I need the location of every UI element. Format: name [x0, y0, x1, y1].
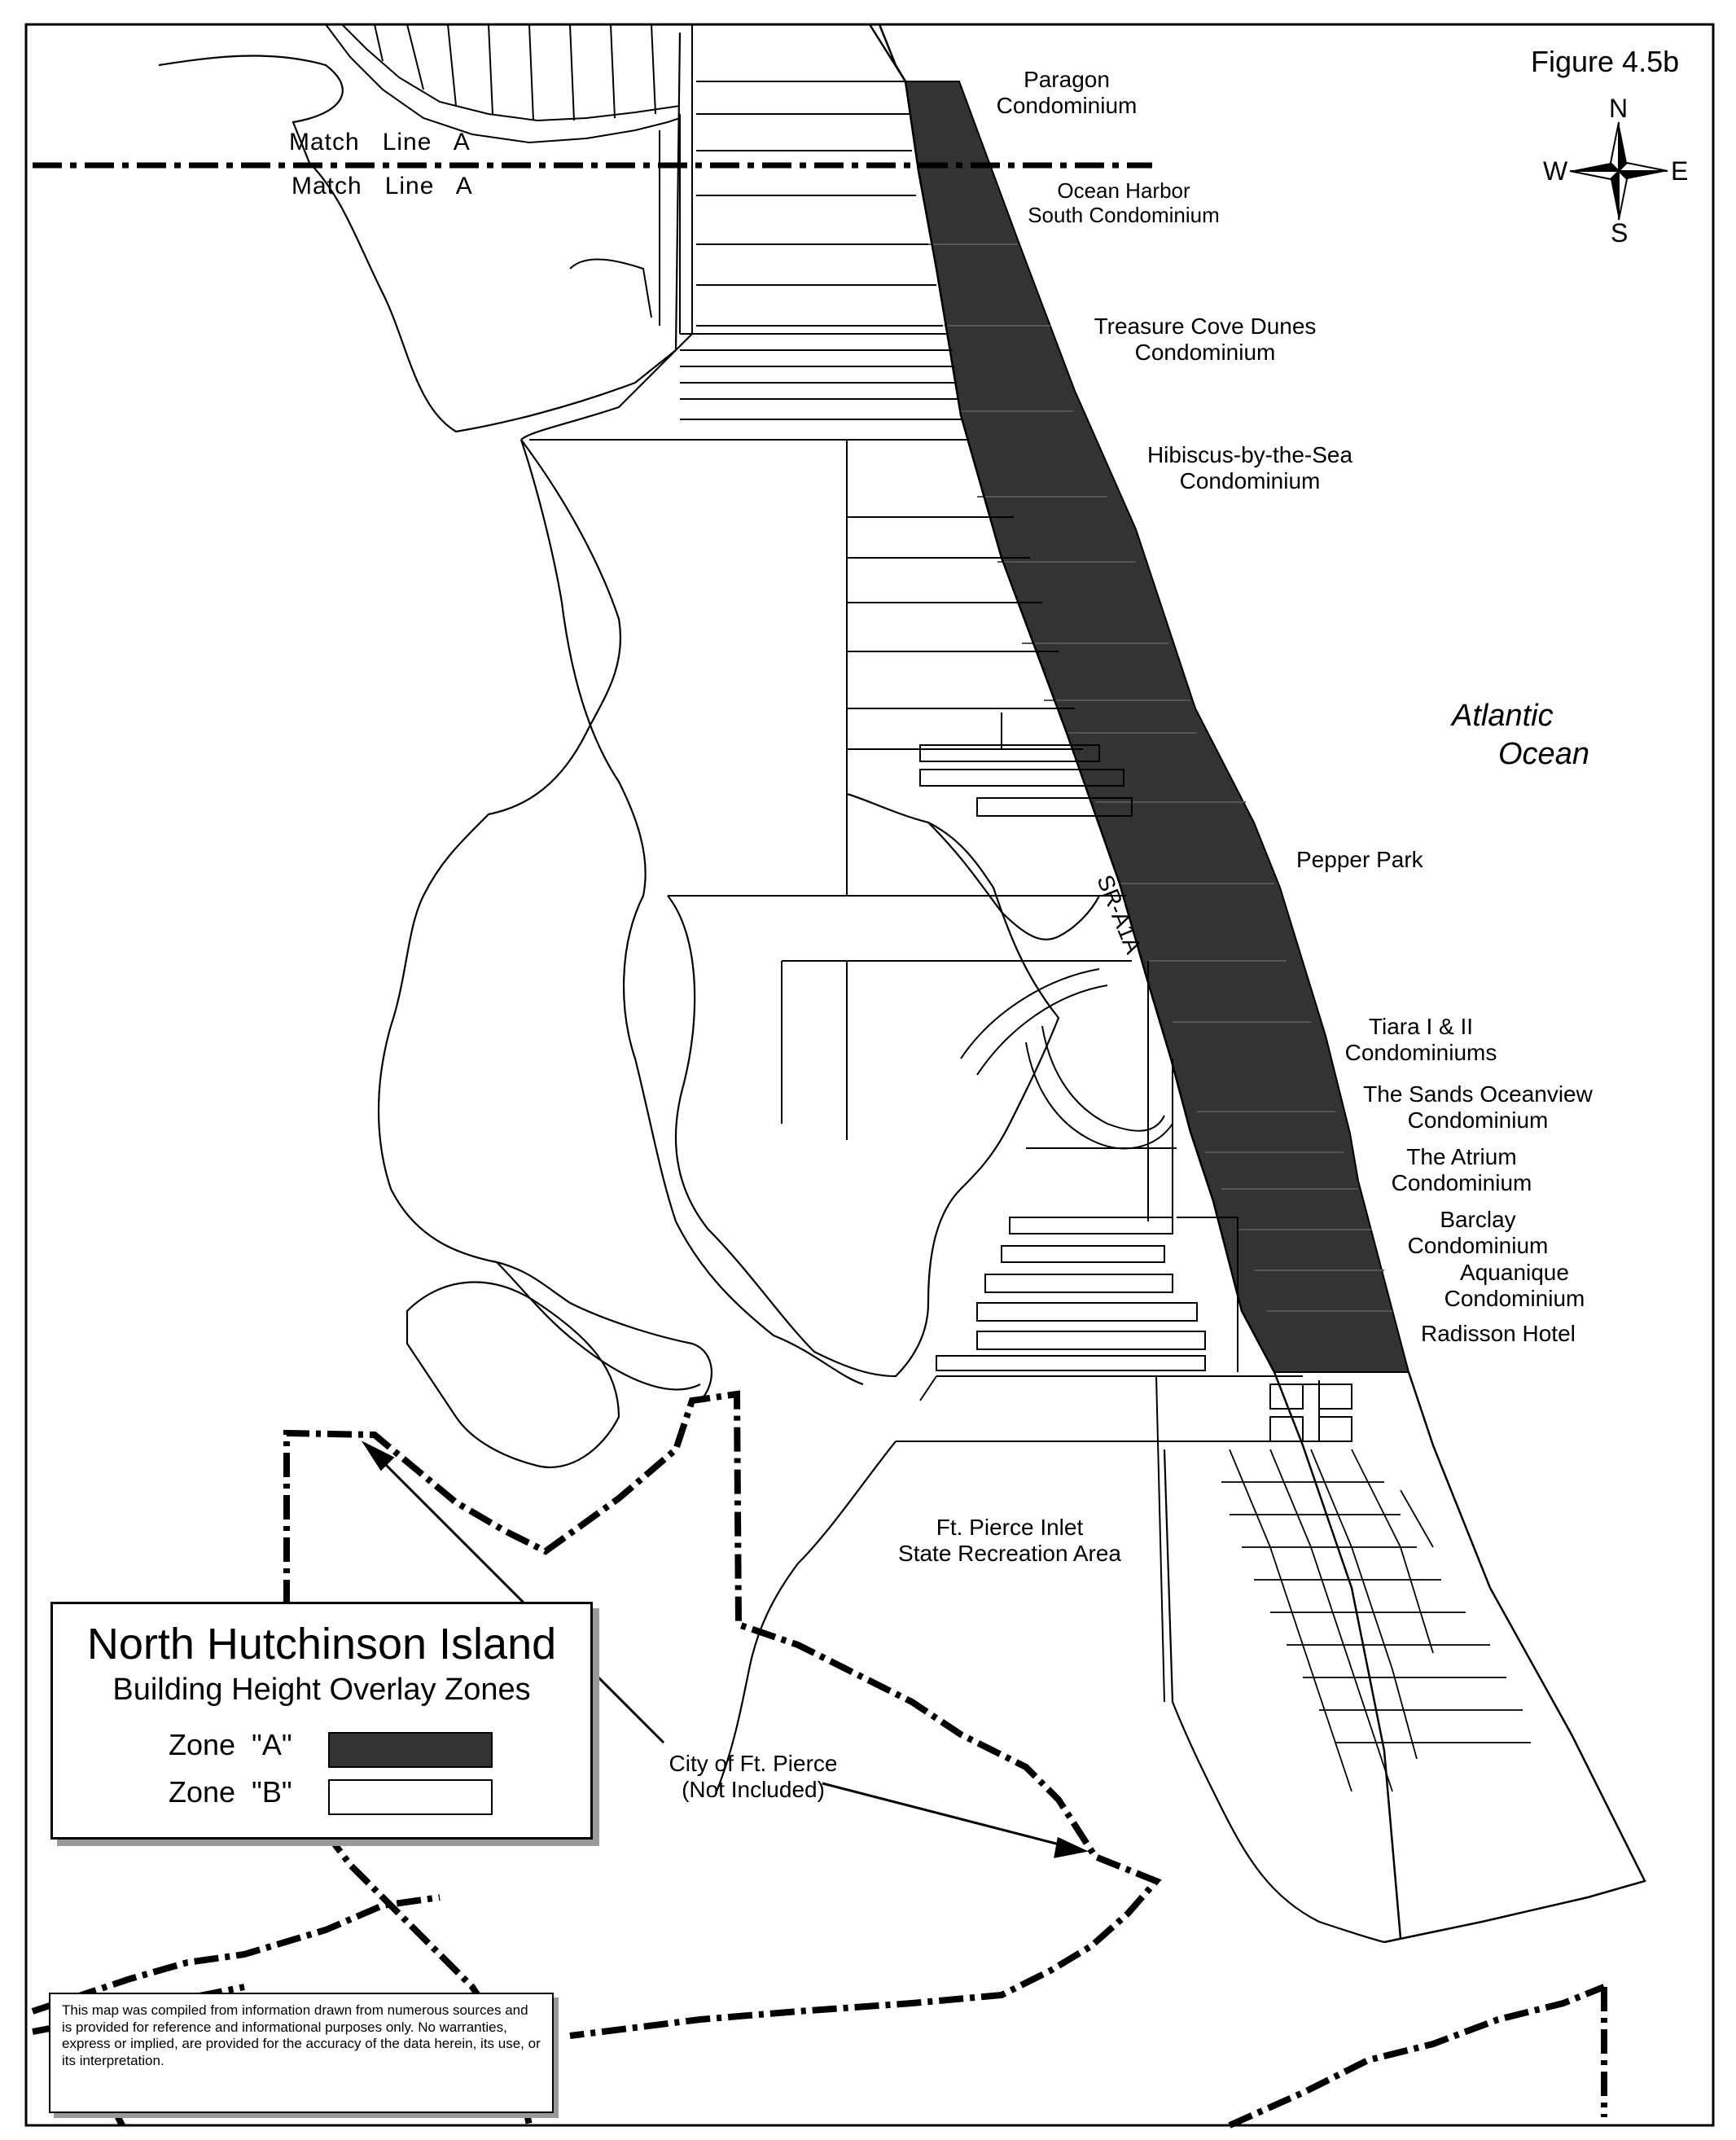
aquanique-label-line1: Aquanique [1460, 1260, 1569, 1285]
legend: North Hutchinson Island Building Height … [50, 1602, 593, 1840]
barclay-label-line2: Condominium [1407, 1233, 1549, 1259]
compass-east-label: E [1671, 156, 1689, 186]
legend-zone-b-label: Zone "B" [169, 1775, 292, 1809]
city-ft-pierce-label-line2: (Not Included) [682, 1777, 825, 1803]
treasure-cove-label-line2: Condominium [1134, 340, 1276, 366]
sands-label-line1: The Sands Oceanview [1363, 1081, 1593, 1107]
ocean-label-line1: Atlantic [1452, 699, 1554, 733]
treasure-cove-label: Treasure Cove Dunes Condominium [1075, 314, 1335, 366]
legend-subtitle: Building Height Overlay Zones [112, 1673, 531, 1707]
zone-a-strip [904, 81, 1410, 1373]
ocean-harbor-label-line1: Ocean Harbor [1057, 178, 1190, 203]
treasure-cove-label-line1: Treasure Cove Dunes [1094, 314, 1317, 339]
legend-zone-b-swatch [328, 1779, 493, 1815]
tiara-label-line1: Tiara I & II [1368, 1014, 1474, 1039]
ocean-harbor-label-line2: South Condominium [1028, 202, 1220, 227]
curved-subdivision [960, 968, 1173, 1150]
legend-zone-a-label: Zone "A" [169, 1728, 292, 1761]
atrium-label: The Atrium Condominium [1368, 1144, 1555, 1196]
dense-grid-south [1221, 1449, 1531, 1792]
subdivision-north [325, 24, 681, 334]
figure-label: Figure 4.5b [1531, 45, 1680, 78]
legend-zone-a-swatch [328, 1732, 493, 1768]
aquanique-label: Aquanique Condominium [1421, 1260, 1608, 1312]
subdivision-blocks [919, 744, 1352, 1442]
ft-pierce-inlet-label: Ft. Pierce Inlet State Recreation Area [879, 1515, 1140, 1567]
compass-north-label: N [1609, 94, 1629, 123]
pepper-park-label: Pepper Park [1296, 847, 1423, 872]
sr-a1a-road-lines [868, 24, 1402, 1939]
ft-pierce-inlet-label-line1: Ft. Pierce Inlet [936, 1515, 1084, 1540]
compass-rose [1569, 121, 1668, 221]
hibiscus-label-line2: Condominium [1179, 468, 1321, 494]
sands-label-line2: Condominium [1407, 1107, 1549, 1134]
ocean-coastline [1383, 1371, 1646, 1944]
atrium-label-line1: The Atrium [1406, 1144, 1517, 1169]
ft-pierce-inlet-label-line2: State Recreation Area [898, 1541, 1121, 1567]
match-line-label-bottom: Match Line A [292, 173, 473, 200]
hibiscus-label: Hibiscus-by-the-Sea Condominium [1124, 442, 1376, 494]
paragon-label-line2: Condominium [996, 93, 1138, 119]
lagoon-shorelines [158, 32, 1385, 1944]
disclaimer-box: This map was compiled from information d… [49, 1993, 554, 2113]
tiara-label-line2: Condominiums [1344, 1040, 1497, 1066]
parcel-lines [529, 24, 1352, 1703]
sands-label: The Sands Oceanview Condominium [1348, 1081, 1608, 1134]
compass-west-label: W [1543, 156, 1568, 186]
zone-a-lot-lines [928, 243, 1392, 1312]
pointer-arrows [361, 1441, 1089, 1858]
ocean-harbor-label: Ocean Harbor South Condominium [1010, 178, 1238, 228]
city-ft-pierce-label-line1: City of Ft. Pierce [669, 1751, 838, 1776]
barclay-label-line1: Barclay [1440, 1207, 1516, 1232]
ocean-label-line2: Ocean [1498, 737, 1589, 771]
barclay-label: Barclay Condominium [1384, 1207, 1572, 1259]
compass-south-label: S [1611, 218, 1629, 248]
atrium-label-line2: Condominium [1391, 1170, 1532, 1196]
match-line-label-top: Match Line A [289, 129, 471, 156]
legend-title: North Hutchinson Island [86, 1620, 557, 1669]
hibiscus-label-line1: Hibiscus-by-the-Sea [1146, 442, 1353, 467]
paragon-label: Paragon Condominium [977, 67, 1156, 119]
city-ft-pierce-label: City of Ft. Pierce (Not Included) [647, 1751, 859, 1803]
tiara-label: Tiara I & II Condominiums [1319, 1014, 1523, 1066]
paragon-label-line1: Paragon [1024, 67, 1110, 92]
aquanique-label-line2: Condominium [1444, 1286, 1585, 1312]
radisson-label: Radisson Hotel [1421, 1321, 1576, 1346]
disclaimer-text: This map was compiled from information d… [62, 2002, 541, 2069]
